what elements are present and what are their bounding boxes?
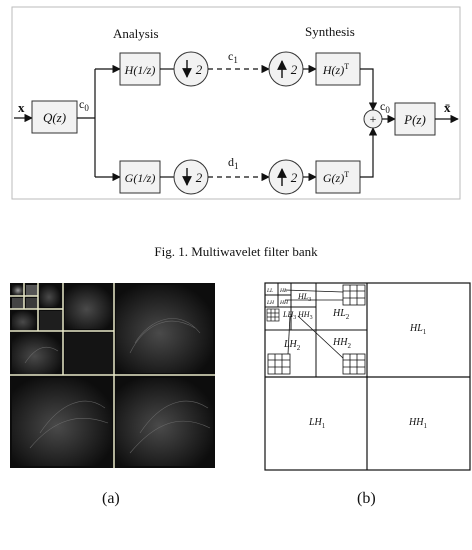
downsample-factor-bottom: 2 — [196, 170, 203, 185]
downsampler-bottom: 2 — [174, 160, 208, 194]
label-hl-tiny: HL — [279, 288, 287, 294]
grid-hl2 — [343, 285, 365, 305]
label-hh3: HH3 — [297, 310, 313, 321]
output-x-label: x̄ — [444, 100, 451, 115]
label-lh1: LH1 — [308, 417, 326, 430]
label-hh2: HH2 — [332, 337, 351, 350]
subfigure-b-caption: (b) — [357, 490, 376, 508]
upsampler-bottom: 2 — [269, 160, 303, 194]
grid-lh2 — [268, 354, 290, 374]
subband-map — [265, 283, 470, 470]
block-p-label: P(z) — [403, 112, 426, 127]
label-hh1: HH1 — [408, 417, 427, 430]
h-to-adder — [360, 69, 373, 110]
analysis-header: Analysis — [113, 26, 159, 41]
grid-level3 — [267, 309, 279, 321]
filter-bank-diagram: Analysis Synthesis x Q(z) c0 H(1/z) G(1/… — [12, 7, 460, 199]
label-hl3: HL3 — [297, 292, 311, 303]
upsample-factor-bottom: 2 — [291, 170, 298, 185]
signal-c0-label: c0 — [79, 97, 89, 113]
input-x-label: x — [18, 100, 25, 115]
block-q-label: Q(z) — [43, 110, 66, 125]
signal-d1-label: d1 — [228, 155, 239, 171]
upsampler-top: 2 — [269, 52, 303, 86]
figure-1-caption: Fig. 1. Multiwavelet filter bank — [0, 244, 472, 260]
label-hl1: HL1 — [409, 323, 427, 336]
label-hh-tiny: HH — [279, 300, 289, 306]
adder-symbol: + — [370, 112, 377, 126]
block-h-analysis-label: H(1/z) — [124, 63, 156, 77]
label-lh2: LH2 — [283, 339, 301, 352]
downsampler-top: 2 — [174, 52, 208, 86]
downsample-factor-top: 2 — [196, 62, 203, 77]
label-lh3: LH3 — [282, 310, 296, 321]
label-ll: LL — [266, 288, 273, 294]
signal-c1-label: c1 — [228, 49, 238, 65]
wavelet-decomposition-image — [10, 283, 215, 468]
grid-hh2 — [343, 354, 365, 374]
synthesis-header: Synthesis — [305, 24, 355, 39]
label-lh-tiny: LH — [266, 300, 275, 306]
signal-c0-out-label: c0 — [380, 99, 390, 115]
label-hl2: HL2 — [332, 308, 350, 321]
upsample-factor-top: 2 — [291, 62, 298, 77]
subfigure-a-caption: (a) — [102, 490, 120, 508]
g-to-adder — [360, 128, 373, 177]
wavelet-image-drawing — [10, 283, 215, 468]
block-g-analysis-label: G(1/z) — [125, 171, 156, 185]
